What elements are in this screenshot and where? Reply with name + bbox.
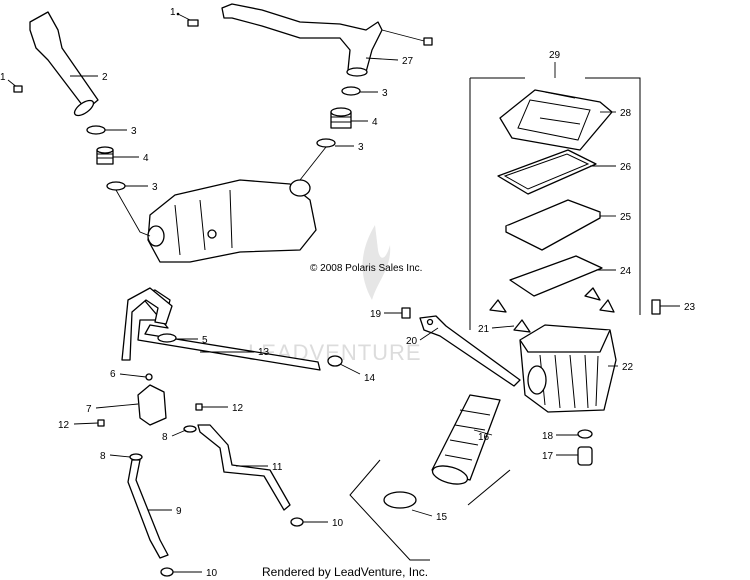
callout-11: 11 [272,462,283,473]
bolt-part-23[interactable] [651,299,661,315]
callout-15: 15 [436,512,448,523]
callout-4-a: 4 [143,153,149,164]
callout-7: 7 [86,404,92,415]
callout-23: 23 [684,302,696,313]
cvt-housing [147,179,317,263]
footer-credit: Rendered by LeadVenture, Inc. [262,565,428,579]
callout-21: 21 [478,324,490,335]
callout-8-right: 8 [162,432,168,443]
hose-end-part-14[interactable] [327,355,343,367]
callout-10-bottom: 10 [206,568,218,579]
callout-13: 13 [258,347,270,358]
assembly-bracket [469,77,641,330]
watermark-logo [362,225,391,300]
callout-10-right: 10 [332,518,344,529]
clamp-part-3-c[interactable] [341,86,361,96]
screen-part-24[interactable] [509,255,603,297]
plug-part-17[interactable] [577,446,593,466]
callout-16: 16 [478,432,490,443]
clamp-part-10[interactable] [160,517,304,577]
callout-2: 2 [102,72,108,83]
clamp-part-3-b[interactable] [106,181,126,191]
callout-26: 26 [620,162,632,173]
callout-1-left: 1 [0,72,6,83]
coupler-part-4-a[interactable] [96,146,114,165]
callout-28: 28 [620,108,632,119]
copyright-notice: © 2008 Polaris Sales Inc. [310,263,422,274]
callout-12-left: 12 [58,420,70,431]
airbox-cover-part-28[interactable] [499,89,613,151]
callout-8-left: 8 [100,451,106,462]
callout-5: 5 [202,335,208,346]
callouts: 1 1 2 3 4 3 27 3 4 3 29 28 [0,7,696,579]
coupler-part-4-b[interactable] [330,107,352,129]
hose-part-13[interactable] [121,287,321,371]
callout-6: 6 [110,369,116,380]
air-filter-part-25[interactable] [505,199,601,251]
clamp-part-5[interactable] [157,333,177,343]
callout-17: 17 [542,451,554,462]
callout-3-a: 3 [131,126,137,137]
callout-12-right: 12 [232,403,244,414]
clamp-part-3-d[interactable] [316,138,336,148]
gasket-part-26[interactable] [497,149,597,195]
callout-29: 29 [549,50,561,61]
hose-part-11[interactable] [197,424,291,511]
hose-part-9[interactable] [127,459,169,559]
callout-14: 14 [364,373,376,384]
callout-27: 27 [402,56,414,67]
intake-boot-part-16[interactable] [431,394,501,487]
callout-3-b: 3 [152,182,158,193]
bolt-part-19[interactable] [401,307,411,319]
clamp-part-18[interactable] [577,429,593,439]
intake-duct-part-27[interactable] [221,3,383,77]
callout-3-c: 3 [382,88,388,99]
callout-24: 24 [620,266,632,277]
callout-4-b: 4 [372,117,378,128]
clamp-part-15[interactable] [383,491,417,509]
callout-25: 25 [620,212,632,223]
callout-9: 9 [176,506,182,517]
clip-part-21[interactable] [489,287,615,333]
callout-22: 22 [622,362,634,373]
valve-part-7[interactable] [137,384,167,426]
callout-18: 18 [542,431,554,442]
bracket-part-20[interactable] [419,315,521,387]
clamp-part-3-a[interactable] [86,125,106,135]
callout-20: 20 [406,336,418,347]
callout-19: 19 [370,309,382,320]
callout-3-d: 3 [358,142,364,153]
airbox-part-22[interactable] [519,324,617,413]
fitting-part-6[interactable] [145,373,153,381]
callout-1-top: 1 [170,7,176,18]
intake-duct-part-2[interactable] [29,11,99,118]
